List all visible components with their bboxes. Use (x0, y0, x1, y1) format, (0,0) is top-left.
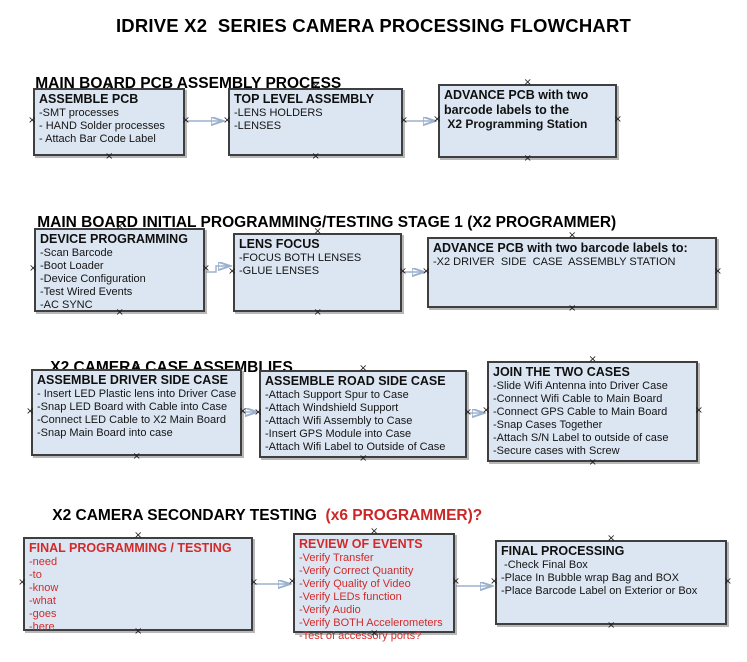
box-line: -Verify BOTH Accelerometers (299, 617, 443, 629)
box-line: -GLUE LENSES (239, 265, 320, 277)
box-heading: FINAL PROCESSING (501, 544, 625, 558)
flow-box-review-of-events[interactable]: REVIEW OF EVENTS -Verify Transfer -Verif… (293, 533, 455, 642)
connector-arrow[interactable] (206, 266, 229, 273)
page-title: IDRIVE X2 SERIES CAMERA PROCESSING FLOWC… (115, 15, 632, 36)
flow-box-assemble-pcb[interactable]: ASSEMBLE PCB -SMT processes - HAND Solde… (33, 88, 185, 156)
box-line: -Scan Barcode (40, 247, 113, 259)
section-heading-text: X2 CAMERA SECONDARY TESTING (52, 507, 317, 524)
box-line: -Snap LED Board with Cable into Case (37, 401, 228, 413)
box-line: -Attach Wifi Assembly to Case (265, 415, 413, 427)
box-line: - HAND Solder processes (39, 120, 165, 132)
box-line: X2 Programming Station (444, 117, 588, 131)
flow-box-assemble-driver-side-case[interactable]: ASSEMBLE DRIVER SIDE CASE - Insert LED P… (31, 369, 242, 456)
box-line: -LENS HOLDERS (234, 107, 323, 119)
box-line: -goes (29, 608, 57, 620)
box-line: -Verify LEDs function (299, 591, 402, 603)
section-heading-pcb-assembly: MAIN BOARD PCB ASSEMBLY PROCESS (18, 57, 341, 111)
box-line: -Connect GPS Cable to Main Board (493, 406, 668, 418)
box-heading: ASSEMBLE PCB (39, 92, 139, 106)
box-heading: ASSEMBLE ROAD SIDE CASE (265, 374, 446, 388)
box-line: -Place In Bubble wrap Bag and BOX (501, 572, 679, 584)
flow-box-advance-pcb-driver-side[interactable]: ADVANCE PCB with two barcode labels to: … (427, 237, 717, 308)
box-line: -what (29, 595, 56, 607)
section-heading-secondary-testing: X2 CAMERA SECONDARY TESTING (x6 PROGRAMM… (35, 489, 482, 543)
box-line: -AC SYNC (40, 299, 93, 311)
section-heading-text: MAIN BOARD INITIAL PROGRAMMING/TESTING S… (37, 214, 617, 231)
box-line: -Snap Cases Together (493, 419, 603, 431)
box-line: -Verify Quality of Video (299, 578, 411, 590)
box-line: -Secure cases with Screw (493, 445, 620, 457)
box-line: -FOCUS BOTH LENSES (239, 252, 362, 264)
box-line: -Attach S/N Label to outside of case (493, 432, 669, 444)
box-heading: FINAL PROGRAMMING / TESTING (29, 541, 232, 555)
flow-box-lens-focus[interactable]: LENS FOCUS -FOCUS BOTH LENSES -GLUE LENS… (233, 233, 402, 312)
box-line: -Verify Audio (299, 604, 361, 616)
box-heading: JOIN THE TWO CASES (493, 365, 630, 379)
flow-box-advance-pcb-programming-station[interactable]: ADVANCE PCB with two barcode labels to t… (438, 84, 617, 158)
box-line: -Verify Transfer (299, 552, 374, 564)
flow-box-top-level-assembly[interactable]: TOP LEVEL ASSEMBLY -LENS HOLDERS -LENSES (228, 88, 403, 156)
box-line: -Test of accessory ports? (299, 630, 422, 642)
section-heading-initial-programming: MAIN BOARD INITIAL PROGRAMMING/TESTING S… (20, 196, 616, 250)
box-heading: LENS FOCUS (239, 237, 320, 251)
box-line: -Insert GPS Module into Case (265, 428, 412, 440)
flow-box-assemble-road-side-case[interactable]: ASSEMBLE ROAD SIDE CASE -Attach Support … (259, 370, 467, 458)
box-line: -Snap Main Board into case (37, 427, 173, 439)
box-line: -to (29, 569, 42, 581)
box-heading: DEVICE PROGRAMMING (40, 232, 188, 246)
box-line: -here (29, 621, 55, 633)
box-line: -Slide Wifi Antenna into Driver Case (493, 380, 668, 392)
box-heading: ASSEMBLE DRIVER SIDE CASE (37, 373, 229, 387)
box-line: -Check Final Box (501, 559, 588, 571)
box-line: -Boot Loader (40, 260, 104, 272)
box-heading: TOP LEVEL ASSEMBLY (234, 92, 375, 106)
box-line: -Attach Windshield Support (265, 402, 399, 414)
box-heading: ADVANCE PCB with two barcode labels to t… (444, 88, 592, 117)
box-line: -Test Wired Events (40, 286, 133, 298)
box-line: -Attach Wifi Label to Outside of Case (265, 441, 446, 453)
box-line: -Verify Correct Quantity (299, 565, 414, 577)
box-line: - Insert LED Plastic lens into Driver Ca… (37, 388, 237, 400)
section-heading-text: MAIN BOARD PCB ASSEMBLY PROCESS (35, 75, 342, 92)
box-line: -SMT processes (39, 107, 119, 119)
box-heading: REVIEW OF EVENTS (299, 537, 423, 551)
box-line: -X2 DRIVER SIDE CASE ASSEMBLY STATION (433, 256, 676, 268)
flow-box-final-processing[interactable]: FINAL PROCESSING -Check Final Box -Place… (495, 540, 727, 625)
box-line: - Attach Bar Code Label (39, 133, 156, 145)
box-line: -Device Configuration (40, 273, 146, 285)
box-heading: ADVANCE PCB with two barcode labels to: (433, 241, 688, 255)
box-line: -Attach Support Spur to Case (265, 389, 409, 401)
box-line: -LENSES (234, 120, 282, 132)
box-line: -know (29, 582, 59, 594)
box-line: -Connect Wifi Cable to Main Board (493, 393, 663, 405)
flow-box-device-programming[interactable]: DEVICE PROGRAMMING -Scan Barcode -Boot L… (34, 228, 205, 312)
box-line: -Connect LED Cable to X2 Main Board (37, 414, 226, 426)
box-line: -Place Barcode Label on Exterior or Box (501, 585, 698, 597)
section-heading-accent-text: (x6 PROGRAMMER)? (316, 507, 483, 524)
flow-box-join-the-two-cases[interactable]: JOIN THE TWO CASES -Slide Wifi Antenna i… (487, 361, 698, 462)
flow-box-final-programming-testing[interactable]: FINAL PROGRAMMING / TESTING -need -to -k… (23, 537, 253, 633)
box-line: -need (29, 556, 58, 568)
